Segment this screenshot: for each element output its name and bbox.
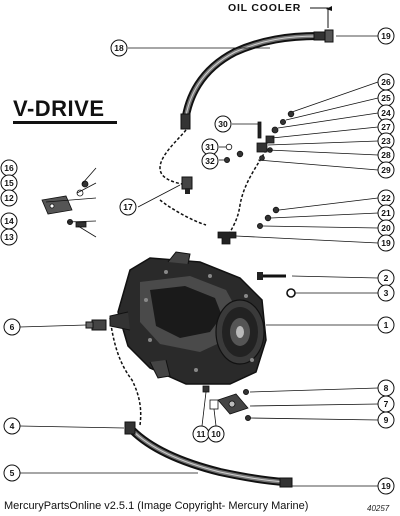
callout-1-label: 1 <box>384 320 389 330</box>
diagram-title-text: V-DRIVE <box>13 96 105 121</box>
callout-5[interactable] <box>3 464 21 482</box>
oil-cooler-label: OIL COOLER <box>228 2 302 14</box>
mounting-bolt <box>257 272 296 298</box>
callout-24-label: 23 <box>381 136 391 146</box>
callout-1[interactable] <box>377 316 395 334</box>
callout-30-label: 29 <box>381 165 391 175</box>
routing-lines <box>109 129 267 426</box>
callout-14-label: 14 <box>4 216 14 226</box>
lower-oil-hose <box>124 421 293 488</box>
cover-plate-group <box>202 385 251 421</box>
callout-33[interactable] <box>201 152 219 170</box>
small-fittings-upper <box>223 110 295 163</box>
callout-10[interactable] <box>207 425 225 443</box>
callout-19-top-label: 19 <box>381 31 391 41</box>
callout-20-label: 19 <box>381 238 391 248</box>
callout-2-label: 2 <box>384 273 389 283</box>
title-underline <box>13 121 117 124</box>
callout-32-label: 31 <box>205 142 215 152</box>
callout-6-label: 6 <box>10 322 15 332</box>
callout-18-label: 18 <box>114 43 124 53</box>
callout-4-label: 4 <box>10 421 15 431</box>
callout-22-label: 21 <box>381 208 391 218</box>
callout-29-label: 28 <box>381 150 391 160</box>
callout-10-label: 10 <box>211 429 221 439</box>
callout-25-label: 24 <box>381 108 391 118</box>
callout-8-label: 8 <box>384 383 389 393</box>
diagram-title: V-DRIVE <box>13 96 117 124</box>
callout-30[interactable] <box>377 161 395 179</box>
callout-31[interactable] <box>214 115 232 133</box>
callout-17[interactable] <box>119 198 137 216</box>
hose-fitting-left <box>85 319 107 331</box>
callout-17-label: 17 <box>123 202 133 212</box>
transmission-housing <box>109 251 267 385</box>
callout-26-label: 25 <box>381 93 391 103</box>
callout-3-label: 3 <box>384 288 389 298</box>
upper-oil-hose <box>180 29 334 130</box>
callout-18[interactable] <box>110 39 128 57</box>
callout-15-label: 15 <box>4 178 14 188</box>
callout-12-label: 12 <box>4 193 14 203</box>
callout-23-label: 22 <box>381 193 391 203</box>
callout-20[interactable] <box>377 234 395 252</box>
callout-3[interactable] <box>377 284 395 302</box>
callout-31-label: 30 <box>218 119 228 129</box>
callout-13-label: 13 <box>4 232 14 242</box>
figure-number: 40257 <box>367 504 390 513</box>
copyright-footer: MercuryPartsOnline v2.5.1 (Image Copyrig… <box>4 500 309 512</box>
callout-21-label: 20 <box>381 223 391 233</box>
callout-19-top[interactable] <box>377 27 395 45</box>
elbow-fitting <box>181 176 193 194</box>
callout-4[interactable] <box>3 417 21 435</box>
callout-12[interactable] <box>0 189 18 207</box>
callout-27-label: 26 <box>381 77 391 87</box>
callout-19-bottom[interactable] <box>377 477 395 495</box>
callout-9-label: 9 <box>384 415 389 425</box>
callout-5-label: 5 <box>10 468 15 478</box>
callout-19-bottom-label: 19 <box>381 481 391 491</box>
callout-9[interactable] <box>377 411 395 429</box>
callout-6[interactable] <box>3 318 21 336</box>
callout-28-label: 27 <box>381 122 391 132</box>
oil-cooler-arrow <box>310 6 332 28</box>
drain-fitting-group <box>217 206 280 245</box>
callout-11-label: 11 <box>197 429 206 439</box>
callout-13[interactable] <box>0 228 18 246</box>
callout-16-label: 16 <box>4 163 14 173</box>
bracket-group <box>41 180 89 228</box>
callout-33-label: 32 <box>205 156 215 166</box>
callout-7-label: 7 <box>384 399 389 409</box>
